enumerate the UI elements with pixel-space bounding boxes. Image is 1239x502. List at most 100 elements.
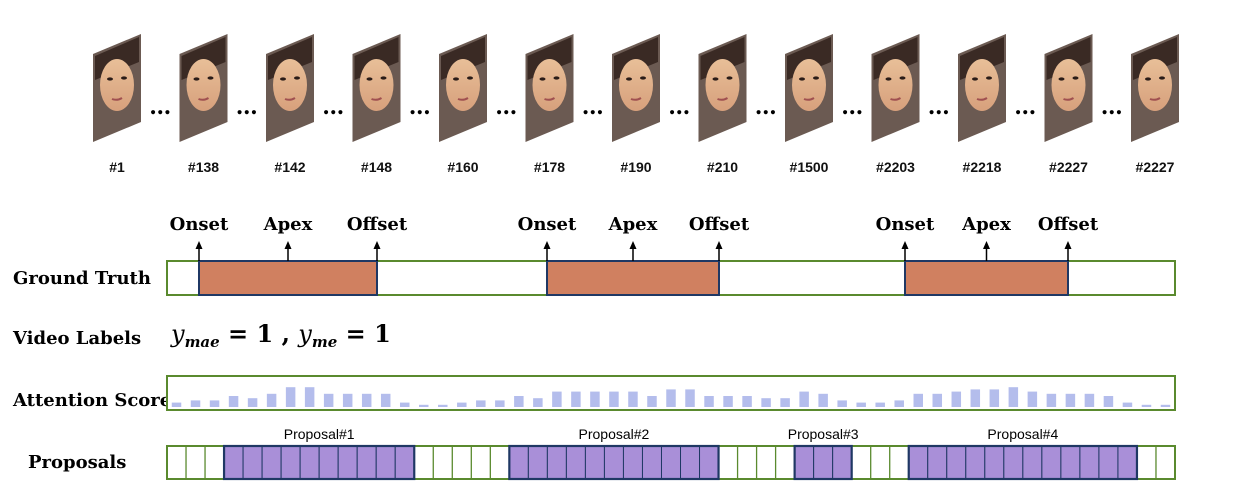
ellipsis: … [322,94,344,120]
proposal-cell [680,445,701,480]
frame-eye [193,77,200,81]
proposal-cell [641,445,662,480]
face-frame [871,34,920,142]
ellipsis: … [841,94,863,120]
micro-expression-interval [546,260,720,296]
frame-mouth [1149,97,1161,101]
proposal-cell [527,445,548,480]
attention-bar [495,400,505,407]
attention-bar [1141,404,1152,407]
attention-bar [1008,387,1019,407]
proposal-cell [965,445,986,480]
attention-track [166,375,1176,411]
frame-eye [539,77,546,81]
proposal-cell [813,445,834,480]
frame-eye [885,77,892,81]
frame-face [100,59,134,111]
attention-bar [209,400,220,407]
proposal-cell [356,445,377,480]
frame-face [1051,59,1086,111]
ground-truth-segment: Onset Apex Offset [170,214,408,296]
proposal-cell [603,445,624,480]
proposal-cell [908,445,929,480]
onset-label: Onset [170,214,229,235]
proposal-label: Proposal#3 [788,426,859,442]
row-label-ground-truth: Ground Truth [13,268,151,289]
attention-bar [685,389,695,407]
onset-arrow-head [901,241,909,249]
micro-expression-interval [198,260,378,296]
attention-bar [1084,393,1095,407]
frame-eye [453,77,459,81]
attention-bar [932,393,943,407]
proposal-cell [280,445,301,480]
proposal-label: Proposal#2 [579,426,650,442]
attention-bar [875,402,885,407]
row-label-video-labels: Video Labels [12,328,141,349]
frame-number-label: #178 [534,159,565,175]
attention-bar [1122,402,1133,407]
frame-face [792,59,826,111]
frame-number-label: #2203 [876,159,915,175]
attention-bar [361,393,372,407]
ellipsis: … [1014,94,1036,120]
frame-face [965,59,999,111]
attention-bar [970,389,981,407]
apex-arrow-head [629,241,637,249]
frame-face [619,59,653,111]
attention-bar [590,391,600,407]
frame-face [359,59,394,111]
frame-face [878,59,913,111]
proposal-cell [832,445,853,480]
apex-label: Apex [961,214,1011,235]
attention-bar [304,387,315,407]
attention-bar [1103,396,1114,407]
proposal-cell [261,445,282,480]
attention-bar [951,391,962,407]
apex-arrow-head [284,241,292,249]
frame-face [273,59,307,111]
proposal-cell [1117,445,1138,480]
face-frame [1131,34,1179,142]
attention-bar [1065,393,1076,407]
face-frame [266,34,314,142]
offset-label: Offset [1038,214,1099,235]
frame-eye [799,77,805,81]
proposal-cell [508,445,529,480]
attention-bar [856,402,866,407]
face-frame [439,34,487,142]
attention-bar [476,400,486,407]
frame-eye [553,76,560,80]
frame-eye [107,77,113,81]
attention-bar [533,398,543,407]
proposal-cell [1098,445,1119,480]
proposal-label: Proposal#1 [284,426,355,442]
ellipsis: … [409,94,431,120]
frame-number-label: #1500 [790,159,829,175]
attention-bar [285,387,296,407]
proposal-cell [1003,445,1024,480]
face-frame [352,34,401,142]
proposal-cell [299,445,320,480]
offset-label: Offset [347,214,408,235]
attention-bar [894,400,904,407]
attention-bar [647,396,657,407]
frame-number-label: #148 [361,159,392,175]
proposal-cell [546,445,567,480]
face-frame [612,34,660,142]
proposal-cell [1022,445,1043,480]
proposal-group-outline [222,444,416,481]
ellipsis: … [928,94,950,120]
frame-eye [640,76,646,80]
proposal-group-outline [907,444,1139,481]
frame-face [532,59,567,111]
micro-expression-interval [904,260,1069,296]
y-mae-symbol: y [170,320,185,348]
proposal-cell [622,445,643,480]
attention-bar [247,398,258,407]
attention-bar [742,396,752,407]
frame-number-label: #2227 [1136,159,1175,175]
apex-label: Apex [263,214,313,235]
